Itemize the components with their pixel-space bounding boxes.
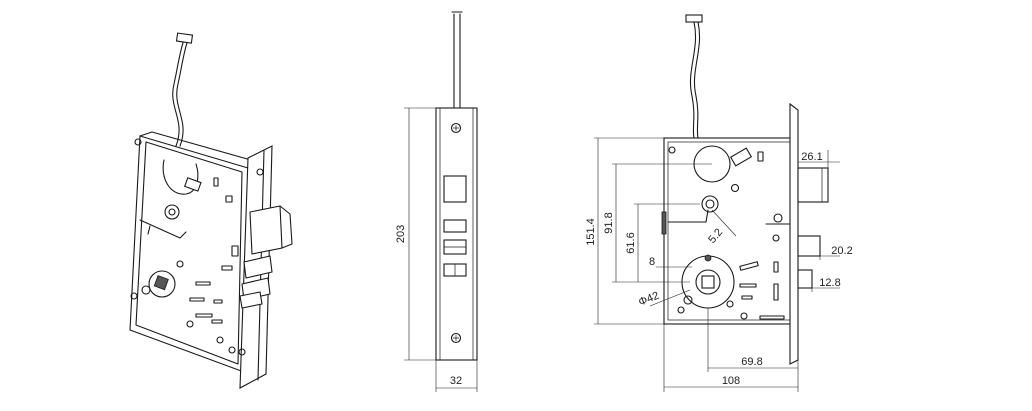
iso-lever-arm [139,219,187,239]
iso-latch [249,205,283,255]
side-slot-6 [759,315,785,320]
iso-deadbolt-1 [243,255,273,279]
dim-dia-label: Φ42 [637,290,661,309]
iso-cable-2 [176,39,189,147]
iso-mark-7 [231,245,239,257]
side-hub-screw-2 [726,300,734,308]
side-slot-1 [739,261,759,271]
front-bolt-1 [443,219,467,233]
front-screw-bottom-cross [453,335,459,341]
iso-small-hole-2 [176,260,184,268]
front-screw-top [450,122,462,134]
side-slot-3 [741,295,753,300]
iso-hub-screw [141,285,151,295]
front-view: 203 32 [395,11,478,392]
dim-8-label: 8 [649,256,655,268]
iso-spindle-inner [168,208,176,216]
side-guard [797,269,813,289]
iso-hole-corner [134,138,142,146]
dim-261-label: 26.1 [801,151,822,163]
side-cam-inner [705,199,715,209]
side-cable [689,21,697,139]
front-faceplate [435,107,478,361]
iso-connector [175,32,194,44]
side-hub-screw [683,295,693,305]
iso-mark-3 [213,299,223,304]
iso-deadbolt-3 [239,291,263,309]
iso-faceplate-screw-top [256,168,264,176]
dim-128-label: 12.8 [819,277,840,289]
iso-cable [172,39,185,147]
side-slot-2 [739,283,757,288]
iso-mark-2 [189,297,205,302]
side-hub-dot [704,254,712,262]
side-hub-square [701,275,715,289]
iso-lever-arm-2 [147,225,151,235]
front-screw-bottom [450,332,462,344]
side-small-block [729,147,753,167]
dim-151-label: 151.4 [585,218,597,246]
side-faceplate [789,102,799,365]
iso-faceplate-screw-bottom [238,348,246,356]
front-screw-top-cross [453,125,459,131]
side-hole-c [772,234,780,242]
isometric-view [129,32,293,389]
side-view: 151.4 91.8 61.6 8 5.2 Φ42 26.1 20.2 12.8 [585,14,853,392]
dim-918-label: 91.8 [603,212,615,233]
side-hole-b [773,213,783,223]
side-connector [685,14,703,23]
side-cam-tab [661,211,667,235]
dim-52-line [711,209,737,237]
dim-202-label: 20.2 [831,245,852,257]
iso-hole-corner-2 [228,346,236,354]
side-cam-arm [667,209,709,223]
side-slot-4 [773,261,779,273]
iso-hole-low-1 [186,320,194,328]
iso-hub-hole [162,159,199,195]
dim-616-label: 61.6 [625,232,637,253]
side-slot-a [757,151,764,162]
iso-slot-2 [225,195,233,203]
dim-108-label: 108 [722,375,740,387]
iso-hub-outer [148,270,176,298]
iso-small-rect [184,177,202,192]
dim-32-label: 32 [450,375,462,387]
iso-mark-1 [195,281,211,286]
side-cam-outer [701,195,719,213]
dim-698-label: 69.8 [741,356,762,368]
iso-spindle-outer [164,204,180,220]
side-hole-a [730,183,740,193]
side-deadbolt [797,235,821,257]
side-latch [797,167,829,203]
side-hub-mid [695,269,721,295]
iso-latch-side [279,205,293,249]
iso-mark-5 [211,319,223,324]
dim-203-label: 203 [395,225,407,243]
side-hole-e [677,306,685,314]
iso-case-rim [135,141,243,365]
side-slot-5 [773,283,779,301]
iso-slot-1 [213,177,219,187]
iso-mark-6 [221,265,233,271]
iso-small-hole-1 [130,292,138,300]
side-hole-d [740,312,748,320]
iso-hole-low-2 [216,336,224,344]
side-hole-f [668,146,676,154]
iso-mark-4 [195,313,213,318]
front-latch-window [443,175,467,203]
iso-hub-square [153,275,169,291]
side-cable-2 [693,21,701,139]
iso-case-back [129,135,249,373]
dim-dia-leader [649,289,691,307]
